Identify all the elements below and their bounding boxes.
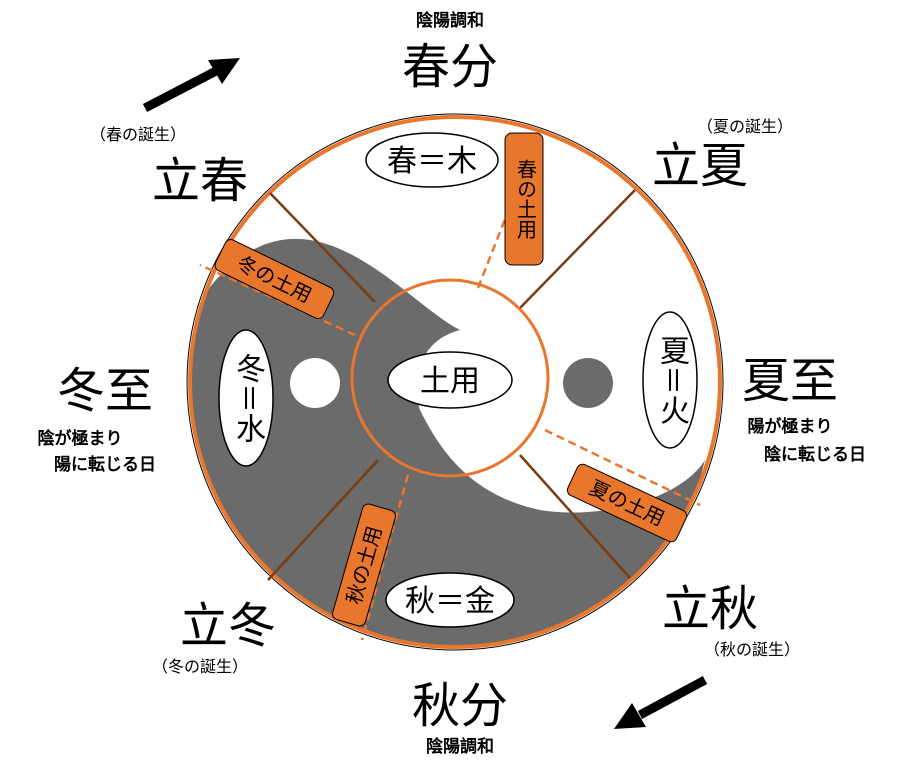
yin-region bbox=[190, 238, 705, 647]
shuubun-label: 秋分 bbox=[412, 678, 508, 734]
risshuu-label: 立秋 bbox=[662, 581, 758, 637]
spring-oval bbox=[365, 132, 499, 188]
doyou-tag-spring-label: 春の土用 bbox=[514, 159, 538, 239]
spring-element-label: 春＝木 bbox=[387, 144, 477, 179]
shunbun-note: 陰陽調和 bbox=[416, 10, 484, 31]
shunbun-label: 春分 bbox=[402, 39, 498, 95]
divider-se bbox=[519, 454, 631, 579]
doyou-tag-spring: 春の土用 bbox=[504, 132, 544, 266]
autumn-oval bbox=[385, 572, 515, 628]
center-ring bbox=[350, 278, 550, 478]
touji-label: 冬至 bbox=[57, 363, 153, 419]
doyou-line-summer bbox=[544, 428, 701, 507]
outer-rim-line bbox=[186, 113, 724, 651]
rikka-label: 立夏 bbox=[652, 138, 748, 194]
geshi-label: 夏至 bbox=[742, 353, 838, 409]
season-dividers bbox=[267, 189, 636, 581]
divider-sw bbox=[267, 459, 379, 581]
yang-dot bbox=[290, 358, 340, 408]
shuubun-note: 陰陽調和 bbox=[426, 736, 494, 757]
winter-element-label: 冬＝水 bbox=[230, 353, 265, 443]
outer-rim bbox=[188, 115, 722, 649]
touji-note-line2: 陽に転じる日 bbox=[54, 454, 156, 475]
divider-ne bbox=[519, 189, 636, 309]
rittou-label: 立冬 bbox=[180, 598, 276, 654]
arrow-bottom-right-icon bbox=[614, 676, 708, 729]
summer-element-label: 夏＝火 bbox=[654, 335, 689, 425]
geshi-note-line1: 陽が極まり bbox=[748, 416, 833, 437]
center-label: 土用 bbox=[420, 364, 480, 399]
doyou-line-autumn bbox=[360, 474, 410, 641]
risshun-label: 立春 bbox=[152, 153, 248, 209]
summer-oval bbox=[642, 311, 698, 449]
risshun-note: （春の誕生） bbox=[90, 125, 186, 144]
center-oval bbox=[387, 351, 513, 409]
rikka-note: （夏の誕生） bbox=[697, 117, 793, 136]
risshuu-note: （秋の誕生） bbox=[704, 640, 800, 659]
divider-nw bbox=[269, 192, 376, 303]
yin-dot bbox=[563, 358, 613, 408]
arrow-top-left-icon bbox=[142, 58, 240, 112]
winter-oval bbox=[218, 329, 274, 467]
autumn-element-label: 秋＝金 bbox=[405, 584, 495, 619]
rittou-note: （冬の誕生） bbox=[152, 657, 248, 676]
geshi-note-line2: 陰に転じる日 bbox=[764, 444, 866, 465]
touji-note-line1: 陰が極まり bbox=[38, 428, 123, 449]
